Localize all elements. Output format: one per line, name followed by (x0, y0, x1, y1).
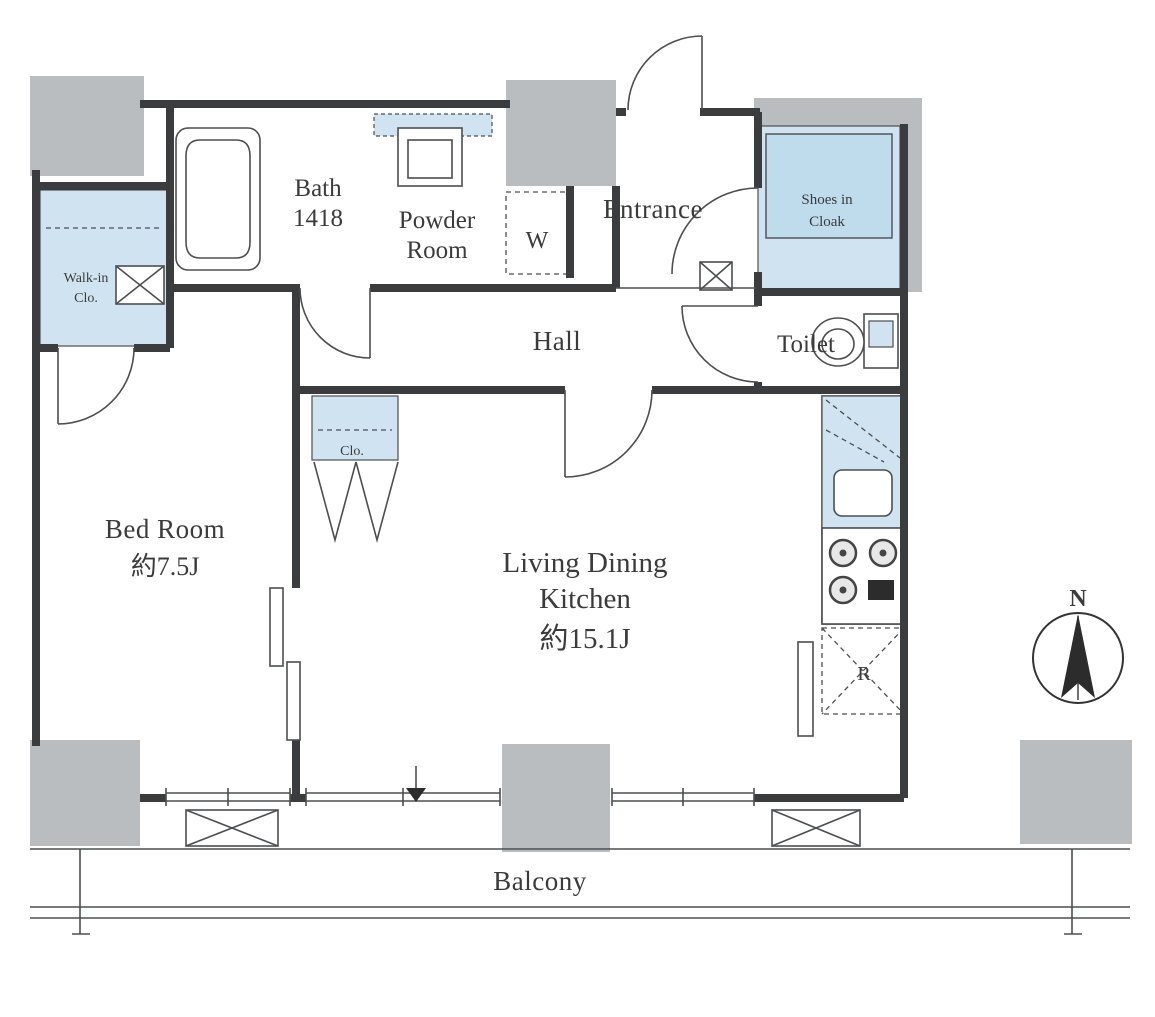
walk-in-closet-label-line2: Clo. (74, 291, 98, 306)
bath-label: Bath (294, 175, 342, 202)
refrigerator-label: R (857, 663, 871, 685)
compass-north-label: N (1069, 586, 1087, 612)
shoes-in-cloak-label-line2: Cloak (809, 214, 845, 230)
front-door-swing (627, 35, 703, 111)
column (754, 98, 922, 126)
bathtub-inner (185, 139, 251, 259)
walls (32, 100, 908, 802)
entrance-label: Entrance (603, 194, 703, 224)
drain-pipes (72, 849, 1082, 935)
sink-basin (407, 139, 453, 179)
cloak-door-swing (671, 187, 759, 275)
column (30, 76, 144, 176)
refrigerator-cross (821, 627, 905, 715)
bedroom-window (165, 788, 291, 806)
grill (868, 580, 894, 600)
balcony-railing (30, 906, 1130, 919)
bifold-doors (313, 461, 399, 544)
structural-columns (30, 76, 1132, 852)
column (502, 744, 610, 852)
north-arrow-icon (1061, 614, 1095, 698)
toilet-label: Toilet (777, 331, 835, 358)
refrigerator-space (821, 627, 905, 715)
ldk-balcony-door-west (305, 788, 501, 806)
toilet-door-swing (681, 305, 759, 383)
washer-label: W (526, 228, 549, 254)
closet-floor (311, 395, 399, 461)
kitchen-sink (833, 469, 893, 517)
entry-marker (406, 788, 426, 802)
balcony-label: Balcony (493, 866, 586, 896)
walk-in-closet-label-line1: Walk-in (64, 271, 109, 286)
column (30, 740, 140, 846)
doors (57, 35, 759, 741)
kitchen-fixtures (797, 395, 905, 737)
bedroom-area-label: 約7.5J (131, 552, 200, 581)
louver-cross (771, 809, 861, 847)
compass-circle (1032, 612, 1124, 704)
column (506, 80, 616, 186)
walk-in-closet (39, 189, 169, 347)
meter-box-cross (699, 261, 733, 291)
shoes-in-cloak (757, 125, 901, 293)
kitchen-partition-panel (797, 641, 814, 737)
walk-in-door-swing (57, 347, 135, 425)
toilet-lid (868, 320, 894, 348)
shoes-in-cloak-label-line1: Shoes in (801, 192, 853, 208)
bathtub (175, 127, 261, 271)
pipe-space-cross (115, 265, 165, 305)
ldk-area-label: 約15.1J (539, 622, 630, 655)
louver-cross (185, 809, 279, 847)
sliding-door-panel (286, 661, 301, 741)
ldk-label-line1: Living Dining (502, 547, 667, 579)
closet (311, 395, 399, 544)
ldk-label-line2: Kitchen (539, 583, 631, 615)
windows (165, 788, 755, 806)
ldk-balcony-door-east (611, 788, 755, 806)
powder-room-label-line1: Powder (399, 207, 476, 234)
balcony-structure (30, 766, 1130, 935)
powder-room-label-line2: Room (406, 237, 468, 264)
toilet-seat (821, 328, 855, 360)
powder-room-fixtures (373, 113, 569, 275)
room-labels: Bath 1418 Powder Room W Entrance Shoes i… (64, 175, 872, 896)
bathroom-fixtures (175, 127, 261, 271)
closet-label: Clo. (340, 444, 364, 459)
bath-door-swing (299, 287, 371, 359)
burner-center (839, 549, 847, 557)
shoes-shelf (765, 133, 893, 239)
ldk-door-swing (564, 389, 653, 478)
compass: N (1032, 586, 1124, 704)
bedroom-label: Bed Room (105, 514, 225, 544)
counter-hatch (825, 399, 901, 463)
bath-size-label: 1418 (293, 205, 343, 232)
burner-center (839, 586, 847, 594)
burner-center (879, 549, 887, 557)
sliding-door-panel (269, 587, 284, 667)
toilet-fixtures (811, 313, 899, 369)
column (1020, 740, 1132, 844)
hall-label: Hall (533, 326, 582, 356)
